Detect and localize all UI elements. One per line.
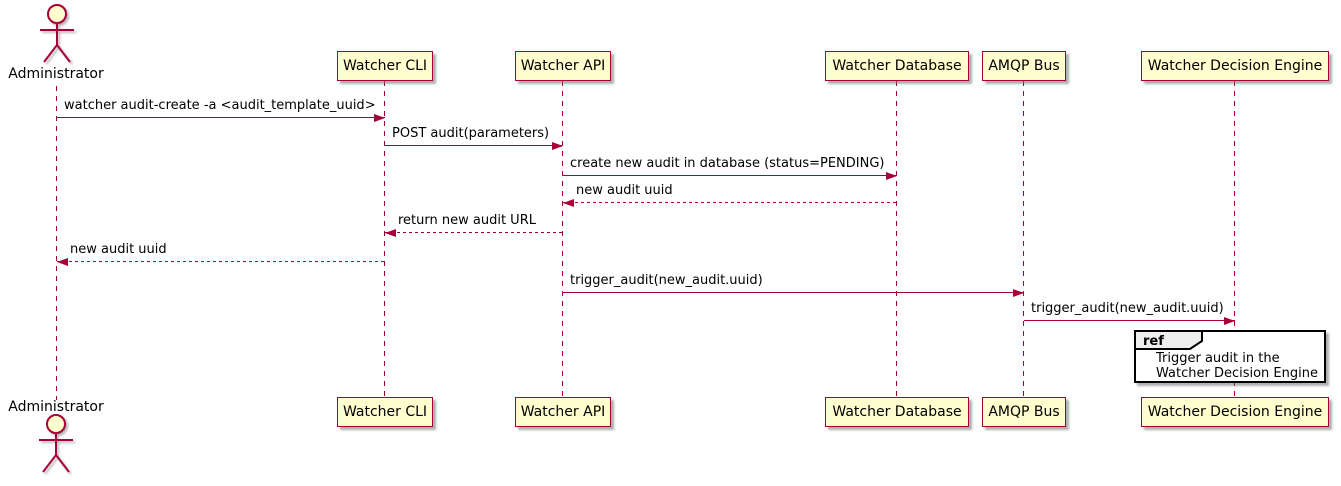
administrator-actor-icon [39, 414, 73, 473]
lifeline-amqp-bus [1023, 81, 1024, 397]
message-line [563, 175, 897, 176]
message-create-audit-db: create new audit in database (status=PEN… [563, 150, 897, 180]
message-line [1024, 320, 1235, 321]
message-return-new-audit-url: return new audit URL [385, 207, 563, 237]
message-label: trigger_audit(new_audit.uuid) [570, 273, 763, 288]
message-line [57, 117, 385, 118]
ref-tab: ref [1134, 330, 1203, 350]
message-trigger-audit-decision-engine: trigger_audit(new_audit.uuid) [1024, 295, 1235, 325]
message-post-audit: POST audit(parameters) [385, 120, 563, 150]
lifeline-watcher-database [896, 81, 897, 397]
participant-top-watcher-database: Watcher Database [825, 51, 969, 81]
ref-keyword: ref [1143, 334, 1164, 349]
participant-label: Watcher CLI [342, 58, 428, 74]
message-label: POST audit(parameters) [392, 126, 550, 141]
participant-bottom-watcher-database: Watcher Database [825, 397, 969, 427]
message-label: trigger_audit(new_audit.uuid) [1031, 301, 1224, 316]
arrow-right-icon [552, 142, 563, 150]
message-line [563, 202, 897, 203]
participant-label: Watcher Database [832, 58, 962, 74]
ref-body: Trigger audit in the Watcher Decision En… [1156, 351, 1318, 381]
actor-label-bottom: Administrator [8, 399, 104, 415]
arrow-left-icon [385, 229, 396, 237]
participant-label: Watcher API [520, 404, 606, 420]
participant-label: AMQP Bus [988, 58, 1060, 74]
actor-label-top: Administrator [8, 66, 104, 82]
arrow-right-icon [374, 114, 385, 122]
participant-bottom-watcher-cli: Watcher CLI [337, 397, 433, 427]
message-label: return new audit URL [398, 213, 536, 228]
ref-text-line-2: Watcher Decision Engine [1156, 366, 1318, 381]
message-label: watcher audit-create -a <audit_template_… [64, 98, 376, 113]
lifeline-watcher-api [562, 81, 563, 397]
message-line [385, 232, 563, 233]
message-trigger-audit-amqp: trigger_audit(new_audit.uuid) [563, 267, 1024, 297]
participant-label: Watcher Database [832, 404, 962, 420]
participant-top-watcher-decision-engine: Watcher Decision Engine [1141, 51, 1329, 81]
participant-bottom-watcher-decision-engine: Watcher Decision Engine [1141, 397, 1329, 427]
participant-bottom-watcher-api: Watcher API [515, 397, 611, 427]
message-new-audit-uuid-cli: new audit uuid [57, 236, 385, 266]
arrow-left-icon [57, 258, 68, 266]
lifeline-administrator [56, 86, 57, 400]
message-line [57, 261, 385, 262]
participant-top-amqp-bus: AMQP Bus [982, 51, 1066, 81]
arrow-left-icon [563, 199, 574, 207]
ref-fragment: ref Trigger audit in the Watcher Decisio… [1134, 330, 1326, 383]
message-label: new audit uuid [576, 183, 673, 198]
arrow-right-icon [1013, 289, 1024, 297]
participant-label: Watcher CLI [342, 404, 428, 420]
participant-label: Watcher API [520, 58, 606, 74]
lifeline-watcher-cli [384, 81, 385, 397]
participant-bottom-amqp-bus: AMQP Bus [982, 397, 1066, 427]
participant-label: AMQP Bus [988, 404, 1060, 420]
message-line [385, 145, 563, 146]
participant-top-watcher-cli: Watcher CLI [337, 51, 433, 81]
message-label: create new audit in database (status=PEN… [570, 156, 885, 171]
participant-top-watcher-api: Watcher API [515, 51, 611, 81]
message-label: new audit uuid [70, 242, 167, 257]
arrow-right-icon [1224, 317, 1235, 325]
participant-label: Watcher Decision Engine [1147, 58, 1323, 74]
lifeline-watcher-decision-engine [1234, 81, 1235, 397]
ref-text-line-1: Trigger audit in the [1156, 351, 1280, 366]
arrow-right-icon [886, 172, 897, 180]
administrator-actor-icon [40, 4, 74, 63]
participant-label: Watcher Decision Engine [1147, 404, 1323, 420]
message-new-audit-uuid-db: new audit uuid [563, 177, 897, 207]
message-watcher-audit-create: watcher audit-create -a <audit_template_… [57, 92, 385, 122]
message-line [563, 292, 1024, 293]
